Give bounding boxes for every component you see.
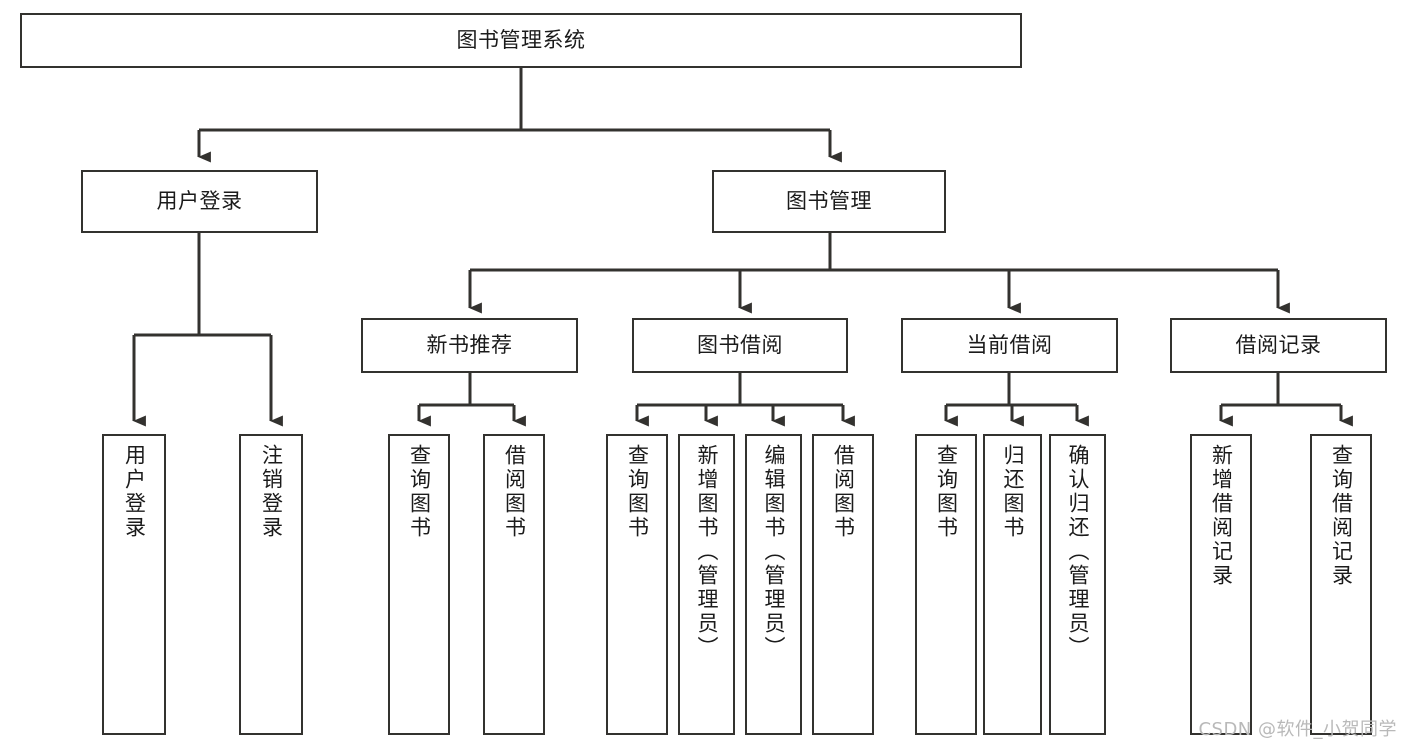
- node-leaf-logout-label: 注销登录: [259, 444, 284, 540]
- node-leaf-add-borrow-record[interactable]: 新增借阅记录: [1190, 434, 1252, 735]
- node-leaf-return-book-label: 归还图书: [1001, 444, 1025, 540]
- node-leaf-borrow-book-1[interactable]: 借阅图书: [483, 434, 545, 735]
- node-leaf-return-book[interactable]: 归还图书: [983, 434, 1042, 735]
- node-leaf-edit-book-admin-label: 编辑图书（管理员）: [762, 444, 786, 660]
- node-leaf-borrow-book-2-label: 借阅图书: [831, 444, 856, 540]
- node-user-login-label: 用户登录: [156, 189, 243, 214]
- node-borrow-records-label: 借阅记录: [1235, 333, 1322, 358]
- node-root[interactable]: 图书管理系统: [20, 13, 1022, 68]
- csdn-watermark: CSDN @软件_小贺同学: [1198, 719, 1397, 740]
- node-leaf-query-book-2[interactable]: 查询图书: [606, 434, 668, 735]
- node-leaf-user-login-label: 用户登录: [122, 444, 147, 540]
- node-new-book-recommend-label: 新书推荐: [426, 333, 513, 358]
- node-leaf-query-book-3[interactable]: 查询图书: [915, 434, 977, 735]
- node-leaf-query-book-1-label: 查询图书: [407, 444, 432, 540]
- node-current-borrow-label: 当前借阅: [966, 333, 1053, 358]
- node-user-login[interactable]: 用户登录: [81, 170, 318, 233]
- node-leaf-query-borrow-record-label: 查询借阅记录: [1329, 444, 1354, 588]
- node-leaf-user-login[interactable]: 用户登录: [102, 434, 166, 735]
- node-leaf-logout[interactable]: 注销登录: [239, 434, 303, 735]
- node-book-borrow-label: 图书借阅: [697, 333, 783, 358]
- node-leaf-query-book-3-label: 查询图书: [934, 444, 959, 540]
- node-leaf-borrow-book-2[interactable]: 借阅图书: [812, 434, 874, 735]
- node-leaf-add-book-admin-label: 新增图书（管理员）: [695, 444, 719, 660]
- node-leaf-add-book-admin[interactable]: 新增图书（管理员）: [678, 434, 735, 735]
- node-book-management-label: 图书管理: [786, 189, 872, 214]
- node-borrow-records[interactable]: 借阅记录: [1170, 318, 1387, 373]
- node-leaf-confirm-return-admin[interactable]: 确认归还（管理员）: [1049, 434, 1106, 735]
- node-leaf-query-book-1[interactable]: 查询图书: [388, 434, 450, 735]
- node-leaf-query-book-2-label: 查询图书: [625, 444, 650, 540]
- node-leaf-add-borrow-record-label: 新增借阅记录: [1209, 444, 1234, 588]
- node-book-management[interactable]: 图书管理: [712, 170, 946, 233]
- node-leaf-query-borrow-record[interactable]: 查询借阅记录: [1310, 434, 1372, 735]
- node-current-borrow[interactable]: 当前借阅: [901, 318, 1118, 373]
- node-root-label: 图书管理系统: [456, 28, 586, 53]
- node-book-borrow[interactable]: 图书借阅: [632, 318, 848, 373]
- node-leaf-confirm-return-admin-label: 确认归还（管理员）: [1066, 444, 1090, 660]
- node-leaf-edit-book-admin[interactable]: 编辑图书（管理员）: [745, 434, 802, 735]
- node-new-book-recommend[interactable]: 新书推荐: [361, 318, 578, 373]
- node-leaf-borrow-book-1-label: 借阅图书: [502, 444, 527, 540]
